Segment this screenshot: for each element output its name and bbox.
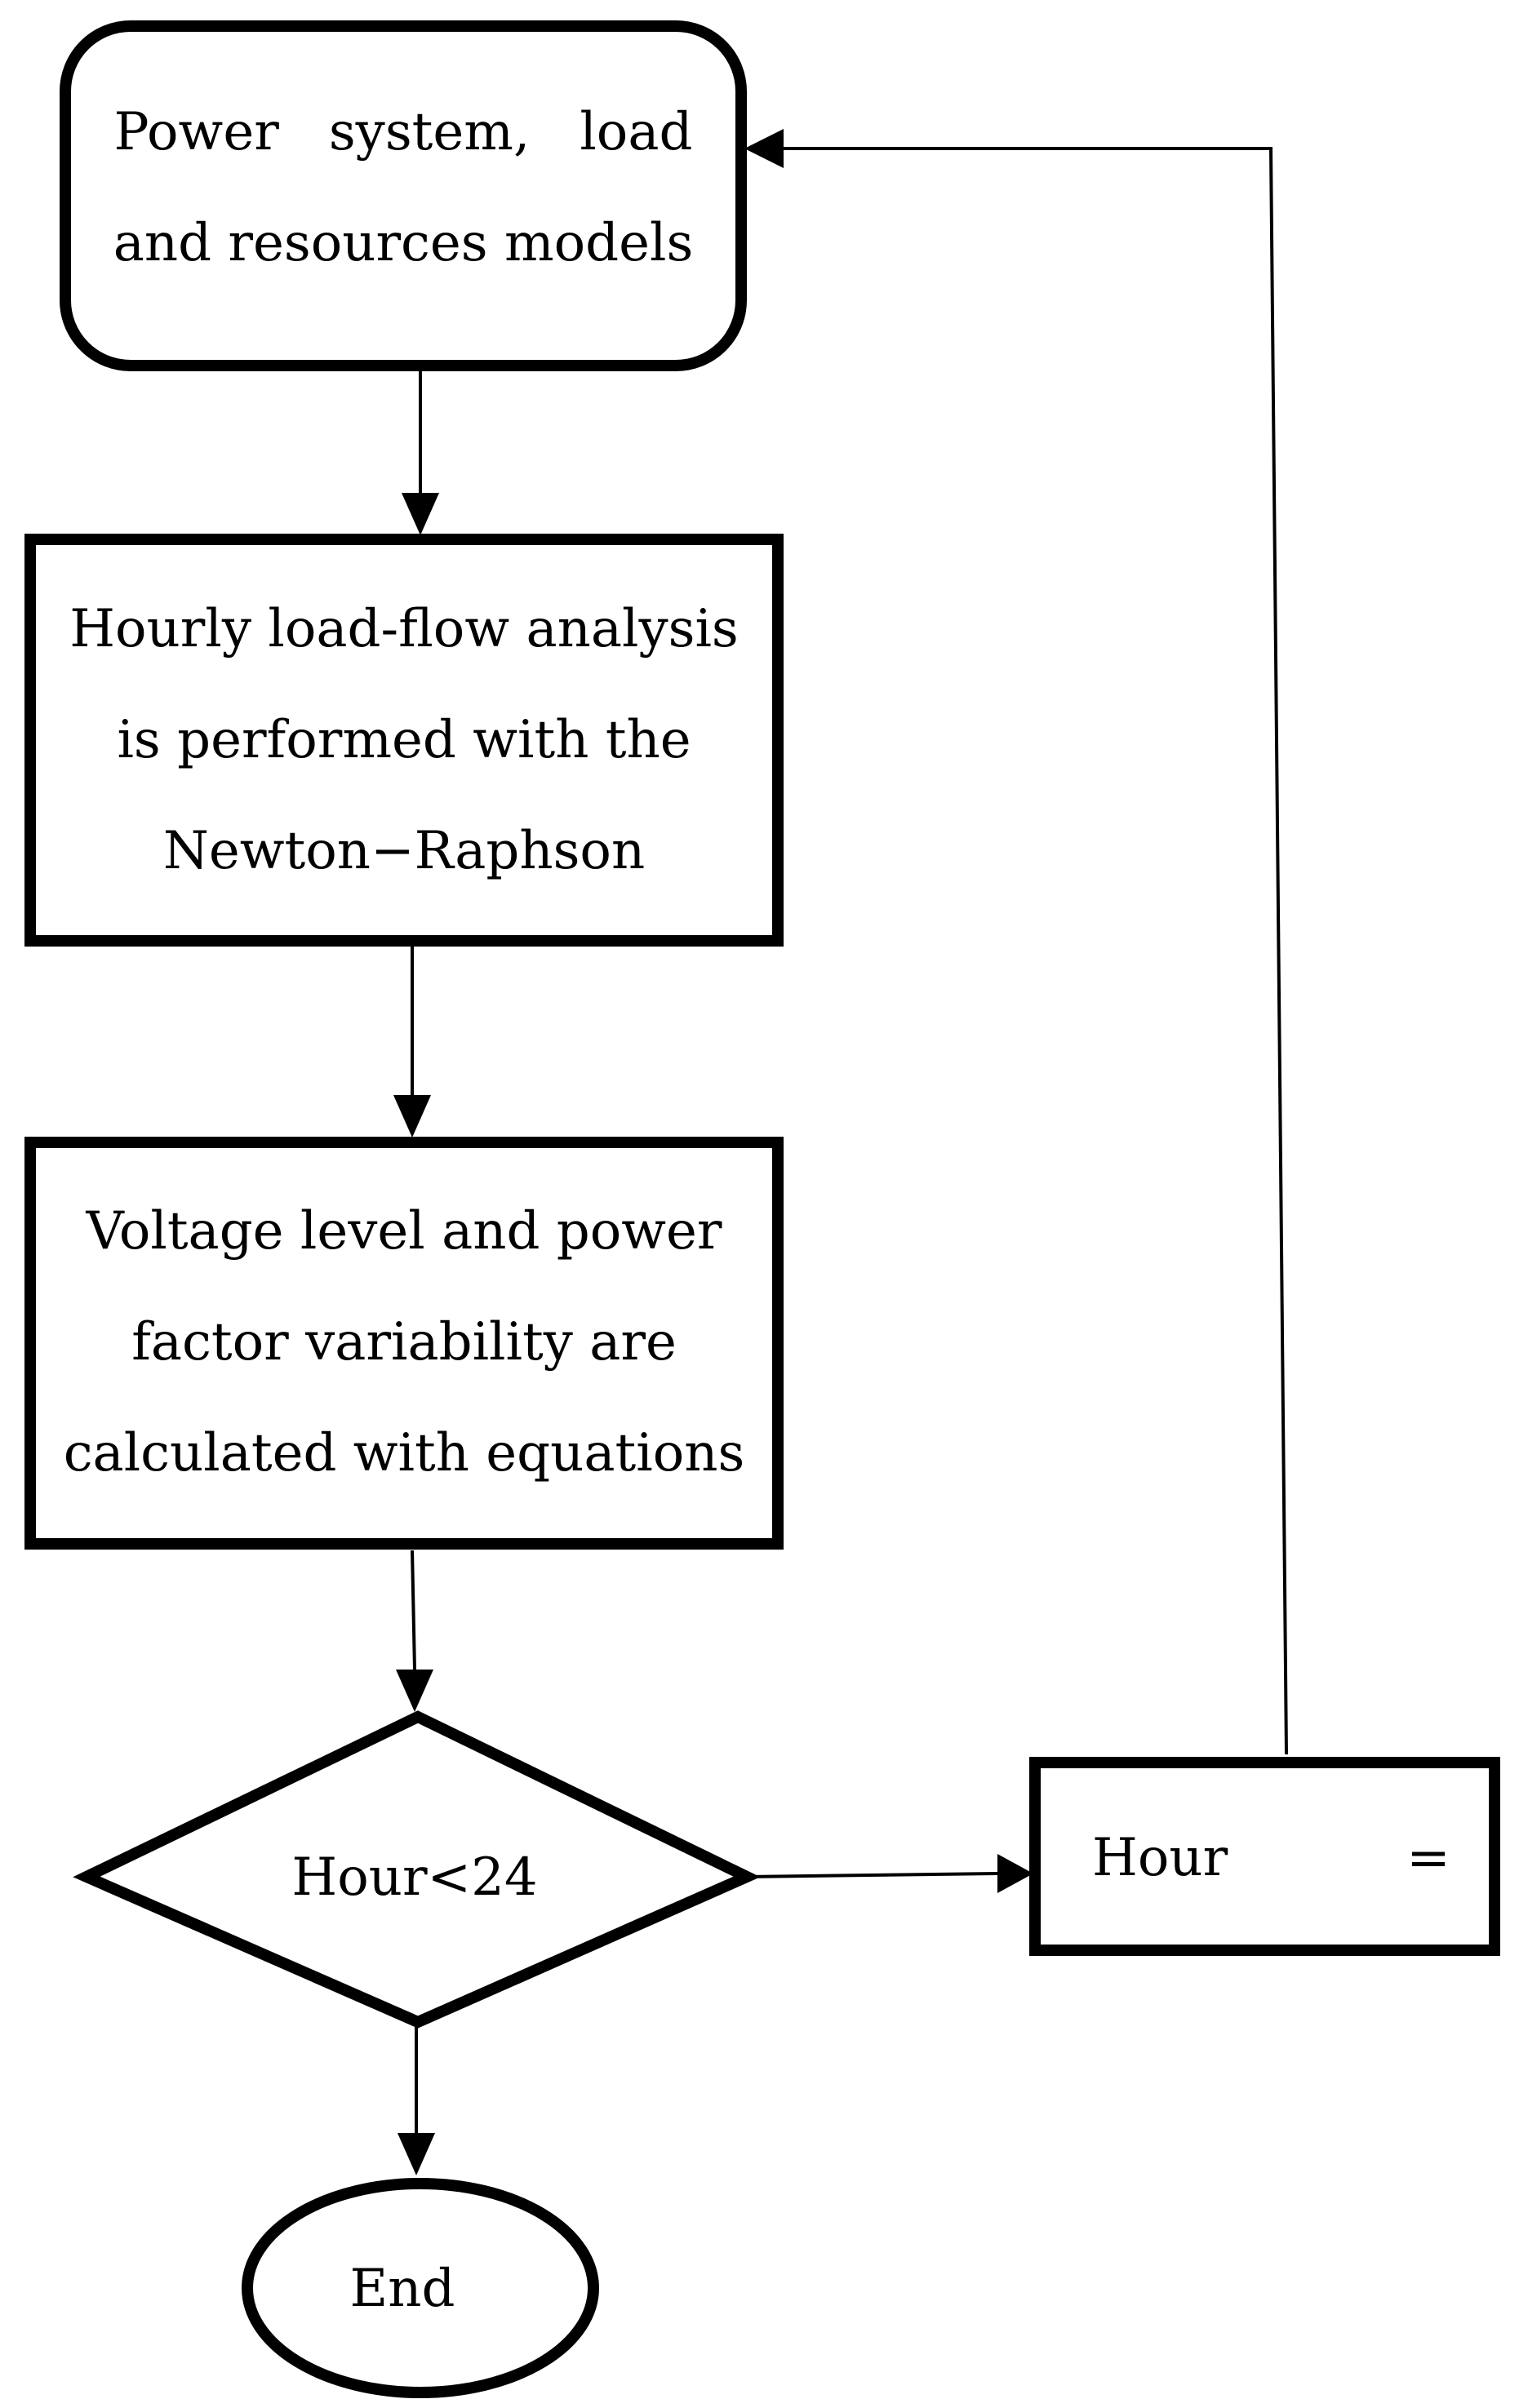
end-ellipse bbox=[242, 2178, 599, 2398]
arrowhead-voltage-to-decision bbox=[396, 1670, 433, 1712]
loadflow-box bbox=[24, 534, 784, 947]
node-loadflow: Hourly load-flow analysis is performed w… bbox=[24, 534, 784, 947]
node-end: End bbox=[242, 2178, 599, 2398]
edge-decision-to-increment bbox=[746, 1872, 998, 1878]
decision-diamond bbox=[73, 1710, 761, 2029]
node-voltage: Voltage level and power factor variabili… bbox=[24, 1137, 784, 1550]
increment-box bbox=[1029, 1757, 1500, 1956]
edge-increment-loop-to-models bbox=[784, 147, 1288, 1755]
loadflow-line-1: Hourly load-flow analysis bbox=[69, 599, 739, 659]
arrowhead-decision-to-end bbox=[398, 2133, 435, 2175]
voltage-line-2: factor variability are bbox=[131, 1312, 677, 1373]
models-line-1: Power system, load bbox=[114, 102, 693, 162]
loadflow-line-2: is performed with the bbox=[117, 710, 691, 770]
node-models: Power system, load and resources models bbox=[60, 20, 747, 371]
increment-equals: = bbox=[1406, 1828, 1450, 1888]
node-increment: Hour = bbox=[1029, 1757, 1500, 1956]
models-box bbox=[60, 20, 747, 371]
arrowhead-loop-to-models bbox=[744, 129, 784, 168]
end-label: End bbox=[350, 2259, 455, 2319]
arrowhead-loadflow-to-voltage bbox=[393, 1095, 431, 1137]
increment-label: Hour bbox=[1092, 1828, 1228, 1888]
arrowhead-models-to-loadflow bbox=[402, 493, 439, 535]
voltage-line-1: Voltage level and power bbox=[85, 1201, 722, 1262]
node-decision: Hour<24 bbox=[73, 1710, 761, 2029]
voltage-line-3: calculated with equations bbox=[64, 1423, 745, 1483]
loadflow-line-3: Newton−Raphson bbox=[163, 821, 645, 881]
arrowhead-decision-to-increment bbox=[997, 1854, 1033, 1893]
decision-label: Hour<24 bbox=[291, 1847, 537, 1908]
models-line-2: and resources models bbox=[113, 213, 694, 273]
edge-voltage-to-decision bbox=[411, 1550, 416, 1670]
voltage-box bbox=[24, 1137, 784, 1550]
